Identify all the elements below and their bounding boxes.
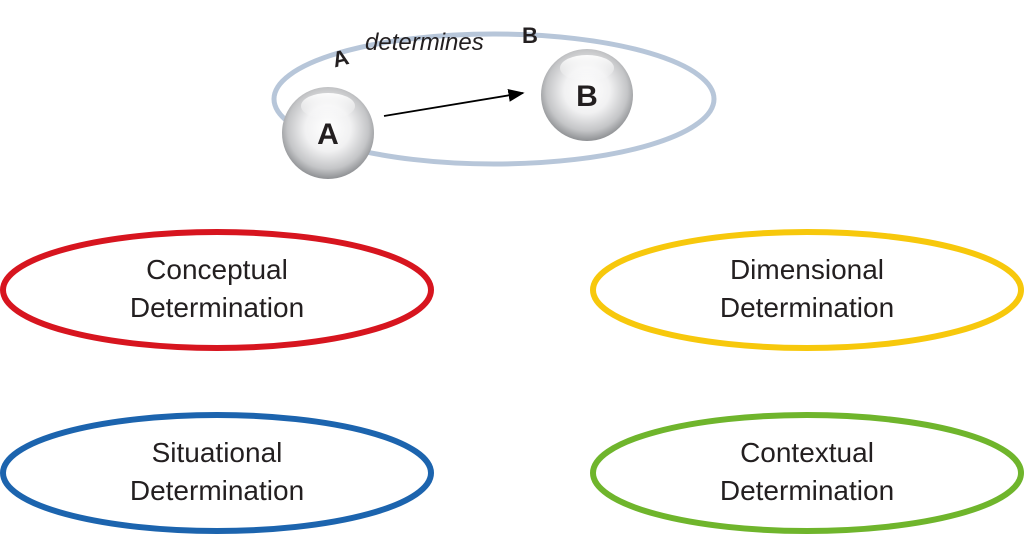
oval-dimensional-line1: Dimensional [730,254,884,285]
sphere-a: A [282,87,374,179]
orbit-label-verb: determines [365,29,484,56]
orbit-label-a: A [330,44,352,72]
oval-dimensional: Dimensional Determination [590,229,1024,351]
oval-contextual-line2: Determination [720,475,894,506]
oval-dimensional-line2: Determination [720,292,894,323]
sphere-b: B [541,49,633,141]
oval-conceptual-line1: Conceptual [146,254,288,285]
oval-situational-line2: Determination [130,475,304,506]
oval-contextual: Contextual Determination [590,412,1024,534]
oval-contextual-line1: Contextual [740,437,874,468]
oval-conceptual-line2: Determination [130,292,304,323]
determines-arrow [383,88,525,117]
oval-situational: Situational Determination [0,412,434,534]
sphere-b-label: B [576,80,598,113]
orbit-label-b: B [522,23,538,48]
oval-conceptual: Conceptual Determination [0,229,434,351]
oval-situational-line1: Situational [152,437,283,468]
orbit-diagram: A determines B A B [271,23,717,179]
orbit-ellipse [271,31,717,167]
sphere-a-label: A [317,118,339,151]
